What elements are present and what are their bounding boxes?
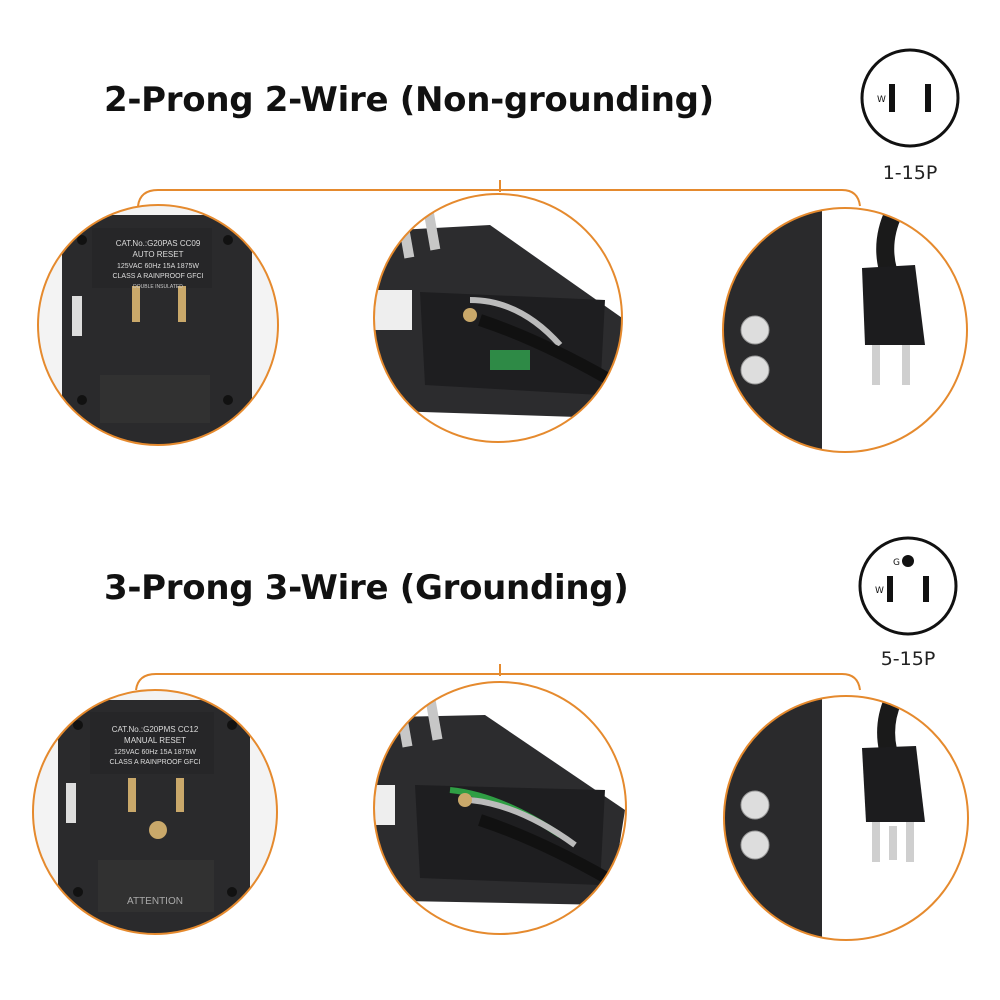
back-label-line: DOUBLE INSULATED [133, 284, 183, 290]
back-label-line: CLASS A RAINPROOF GFCI [109, 759, 200, 766]
wiring-closeup [373, 193, 623, 443]
section-illustration: W CAT.No.:G20PAS CC09 AUTO RESET 125VAC … [37, 48, 968, 453]
ground-letter: G [893, 558, 900, 568]
section-illustration: G W CAT.No.:G20PMS CC12 MANUAL RESET 125… [32, 536, 969, 941]
plug-closeup [722, 207, 968, 453]
plug-closeup [723, 695, 969, 941]
section-two-prong: 2-Prong 2-Wire (Non-grounding) 1-15P W [37, 48, 968, 453]
wiring-closeup [373, 681, 627, 935]
back-label-line: CAT.No.:G20PAS CC09 [116, 239, 201, 248]
back-label-line: MANUAL RESET [124, 736, 186, 745]
outlet-1-15-icon: W [860, 48, 960, 148]
section-title: 2-Prong 2-Wire (Non-grounding) [104, 80, 714, 120]
outlet-5-15-icon: G W [858, 536, 958, 636]
back-closeup: CAT.No.:G20PMS CC12 MANUAL RESET 125VAC … [32, 689, 278, 935]
outlet-type-label: 5-15P [880, 648, 936, 670]
back-label-line: AUTO RESET [133, 250, 184, 259]
back-label-line: 125VAC 60Hz 15A 1875W [114, 749, 196, 756]
back-label-line: ATTENTION [127, 896, 183, 907]
section-three-prong: 3-Prong 3-Wire (Grounding) 5-15P G W [0, 500, 1000, 1000]
neutral-letter: W [877, 95, 886, 105]
back-label-line: CLASS A RAINPROOF GFCI [112, 273, 203, 280]
back-label-line: 125VAC 60Hz 15A 1875W [117, 263, 199, 270]
section-title: 3-Prong 3-Wire (Grounding) [104, 568, 629, 608]
back-closeup: CAT.No.:G20PAS CC09 AUTO RESET 125VAC 60… [37, 204, 279, 446]
neutral-letter: W [875, 586, 884, 596]
back-label-line: CAT.No.:G20PMS CC12 [112, 725, 199, 734]
outlet-type-label: 1-15P [882, 162, 938, 184]
